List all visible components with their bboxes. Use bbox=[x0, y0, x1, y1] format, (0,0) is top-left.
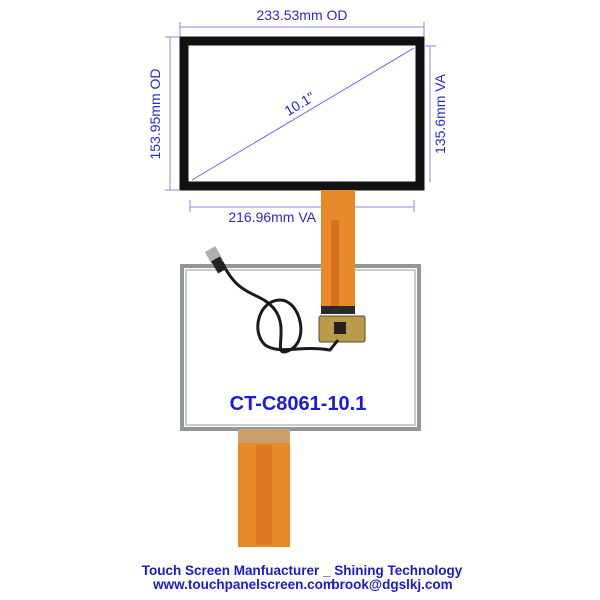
usb-cable bbox=[220, 261, 340, 354]
od-height-label: 153.95mm OD bbox=[147, 68, 163, 159]
footer-email: brook@dgslkj.com bbox=[331, 577, 452, 592]
va-width-label: 216.96mm VA bbox=[228, 209, 316, 225]
touch-panel-photo: CT-C8061-10.1 bbox=[180, 190, 421, 547]
od-width-label: 233.53mm OD bbox=[256, 7, 347, 23]
model-label: CT-C8061-10.1 bbox=[230, 393, 367, 415]
controller-chip bbox=[334, 322, 346, 334]
touch-panel-inner-edge bbox=[185, 269, 416, 426]
bottom-fpc-stiffener bbox=[238, 429, 290, 443]
footer-company: Touch Screen Manfuacturer _ Shining Tech… bbox=[142, 563, 463, 578]
diagonal-line bbox=[191, 47, 415, 181]
top-panel-drawing: 233.53mm OD 153.95mm OD 135.6mm VA 216.9… bbox=[147, 7, 448, 225]
footer-website: www.touchpanelscreen.com bbox=[152, 577, 335, 592]
top-fpc-trace bbox=[331, 220, 339, 308]
fpc-connector bbox=[321, 306, 355, 314]
usb-plug-housing bbox=[211, 256, 227, 274]
bottom-fpc-trace bbox=[256, 445, 272, 545]
va-height-label: 135.6mm VA bbox=[432, 73, 448, 154]
